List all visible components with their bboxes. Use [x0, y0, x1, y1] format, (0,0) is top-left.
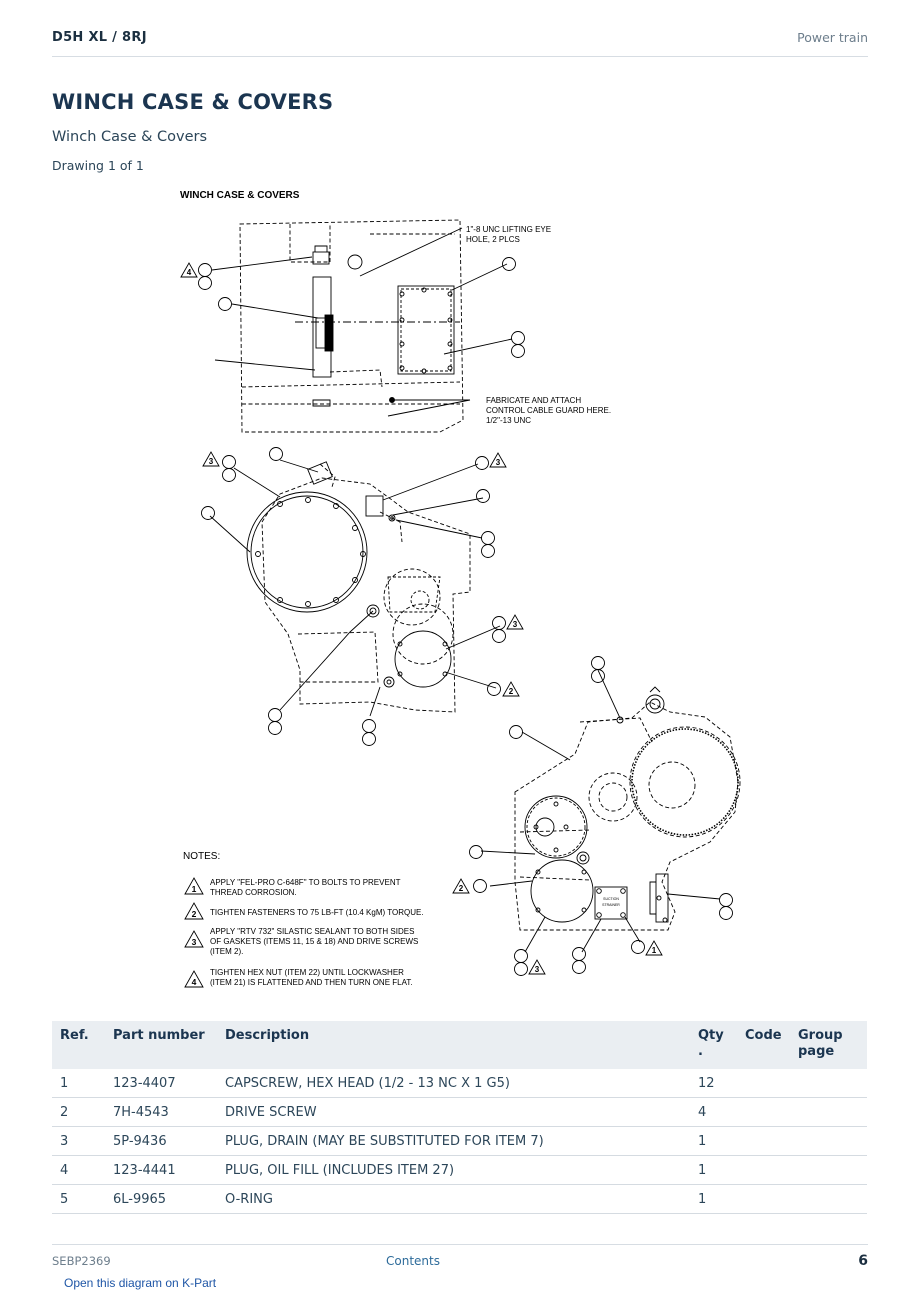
cell-description: PLUG, DRAIN (MAY BE SUBSTITUTED FOR ITEM…: [217, 1126, 690, 1156]
cell-part-number: 7H-4543: [105, 1097, 217, 1127]
cell-description: CAPSCREW, HEX HEAD (1/2 - 13 NC X 1 G5): [217, 1069, 690, 1098]
cell-ref: 1: [52, 1069, 105, 1098]
callout-cable-guard: FABRICATE AND ATTACH: [486, 396, 581, 405]
strainer-label: SUCTION: [603, 897, 619, 901]
note-number: 1: [192, 884, 197, 894]
callout-lifting-eye-2: HOLE, 2 PLCS: [466, 235, 520, 244]
cell-description: DRIVE SCREW: [217, 1097, 690, 1127]
cell-group-page: [790, 1155, 867, 1185]
callout-cable-guard-2: CONTROL CABLE GUARD HERE.: [486, 406, 611, 415]
page-footer: SEBP2369 Contents 6: [52, 1244, 868, 1275]
flag-label: 3: [535, 965, 540, 974]
strainer-label-2: STRAINER: [602, 903, 620, 907]
flag-label: 1: [652, 946, 657, 955]
callout-lifting-eye: 1"-8 UNC LIFTING EYE: [466, 225, 551, 234]
section-label: Power train: [797, 30, 868, 45]
flag-label: 2: [459, 884, 464, 893]
cell-qty: 12: [690, 1069, 737, 1098]
note-text: OF GASKETS (ITEMS 11, 15 & 18) AND DRIVE…: [210, 937, 418, 946]
model-label: D5H XL / 8RJ: [52, 30, 147, 45]
page-number: 6: [858, 1253, 868, 1269]
cell-code: [737, 1126, 790, 1156]
cell-ref: 4: [52, 1155, 105, 1185]
cell-code: [737, 1155, 790, 1185]
cell-qty: 4: [690, 1097, 737, 1127]
col-header-ref: Ref.: [52, 1021, 105, 1069]
cell-part-number: 123-4407: [105, 1069, 217, 1098]
col-header-code: Code: [737, 1021, 790, 1069]
contents-link[interactable]: Contents: [386, 1254, 440, 1268]
document-id: SEBP2369: [52, 1254, 111, 1268]
notes-title: NOTES:: [183, 851, 220, 862]
flag-label: 3: [513, 620, 518, 629]
note-text: TIGHTEN HEX NUT (ITEM 22) UNTIL LOCKWASH…: [210, 968, 404, 977]
group-header-line2: page: [798, 1044, 835, 1059]
table-header-row: Ref. Part number Description Qty. Code G…: [52, 1021, 867, 1069]
note-text: (ITEM 2).: [210, 947, 243, 956]
col-header-description: Description: [217, 1021, 690, 1069]
note-text: TIGHTEN FASTENERS TO 75 LB-FT (10.4 KgM)…: [210, 908, 424, 917]
cell-qty: 1: [690, 1126, 737, 1156]
parts-table: Ref. Part number Description Qty. Code G…: [52, 1021, 867, 1214]
cell-qty: 1: [690, 1155, 737, 1185]
note-text: (ITEM 21) IS FLATTENED AND THEN TURN ONE…: [210, 978, 413, 987]
qty-header-line2: .: [698, 1044, 703, 1059]
kpart-link[interactable]: Open this diagram on K-Part: [64, 1276, 217, 1290]
drawing-title: WINCH CASE & COVERS: [180, 190, 300, 201]
note-number: 4: [192, 977, 197, 987]
col-header-part-number: Part number: [105, 1021, 217, 1069]
cell-group-page: [790, 1097, 867, 1127]
cell-code: [737, 1069, 790, 1098]
note-text: APPLY "RTV 732" SILASTIC SEALANT TO BOTH…: [210, 927, 414, 936]
flag-label: 3: [496, 458, 501, 467]
callout-cable-guard-3: 1/2"-13 UNC: [486, 416, 531, 425]
cell-description: PLUG, OIL FILL (INCLUDES ITEM 27): [217, 1155, 690, 1185]
page-subtitle: Winch Case & Covers: [52, 129, 208, 145]
cell-part-number: 123-4441: [105, 1155, 217, 1185]
cell-ref: 3: [52, 1126, 105, 1156]
cell-code: [737, 1184, 790, 1214]
cell-group-page: [790, 1126, 867, 1156]
parts-diagram[interactable]: 4 3 3 3 2 2 1 3 WINCH CASE & COVERS 1"-8…: [170, 182, 770, 992]
cell-ref: 5: [52, 1184, 105, 1214]
flag-label: 3: [209, 457, 214, 466]
note-text: THREAD CORROSION.: [210, 888, 297, 897]
cell-group-page: [790, 1069, 867, 1098]
cell-description: O-RING: [217, 1184, 690, 1214]
table-row: 2 7H-4543 DRIVE SCREW 4: [52, 1097, 867, 1127]
cell-part-number: 6L-9965: [105, 1184, 217, 1214]
note-number: 3: [192, 937, 197, 947]
drawing-count: Drawing 1 of 1: [52, 158, 144, 173]
cell-qty: 1: [690, 1184, 737, 1214]
page-header: D5H XL / 8RJ Power train: [52, 28, 868, 57]
table-row: 1 123-4407 CAPSCREW, HEX HEAD (1/2 - 13 …: [52, 1069, 867, 1098]
cell-code: [737, 1097, 790, 1127]
page-title: WINCH CASE & COVERS: [52, 90, 334, 114]
cell-group-page: [790, 1184, 867, 1214]
cell-part-number: 5P-9436: [105, 1126, 217, 1156]
flag-label: 4: [187, 268, 192, 277]
col-header-qty: Qty.: [690, 1021, 737, 1069]
diagram-svg: 4 3 3 3 2 2 1 3 WINCH CASE & COVERS 1"-8…: [180, 190, 741, 988]
cell-ref: 2: [52, 1097, 105, 1127]
table-row: 5 6L-9965 O-RING 1: [52, 1184, 867, 1214]
flag-label: 2: [509, 687, 514, 696]
table-row: 4 123-4441 PLUG, OIL FILL (INCLUDES ITEM…: [52, 1155, 867, 1185]
group-header-line1: Group: [798, 1028, 843, 1043]
table-row: 3 5P-9436 PLUG, DRAIN (MAY BE SUBSTITUTE…: [52, 1126, 867, 1156]
note-number: 2: [192, 909, 197, 919]
note-text: APPLY "FEL-PRO C-648F" TO BOLTS TO PREVE…: [210, 878, 401, 887]
qty-header-line1: Qty: [698, 1028, 724, 1043]
